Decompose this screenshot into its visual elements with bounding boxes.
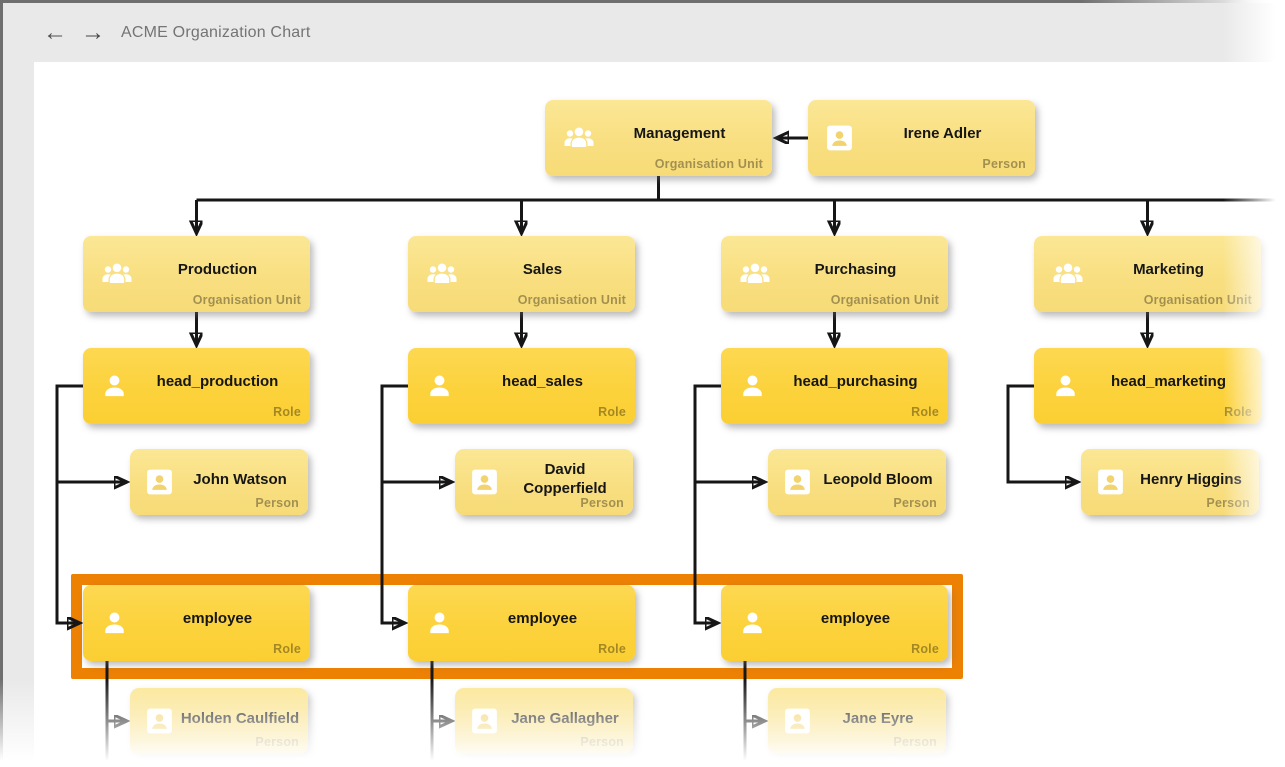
role-icon — [101, 610, 128, 637]
organisation-unit-icon — [426, 262, 458, 286]
role-node-head-purchasing[interactable]: head_purchasing Role — [721, 348, 948, 424]
organisation-unit-icon — [563, 126, 595, 150]
node-label: head_sales — [502, 372, 583, 390]
person-icon — [784, 708, 811, 735]
org-unit-node-sales[interactable]: Sales Organisation Unit — [408, 236, 635, 312]
role-node-employee-purchasing[interactable]: employee Role — [721, 585, 948, 661]
organisation-unit-icon — [101, 262, 133, 286]
node-label: head_marketing — [1110, 372, 1227, 390]
node-type-label: Person — [580, 735, 624, 749]
role-node-head-sales[interactable]: head_sales Role — [408, 348, 635, 424]
node-type-label: Role — [273, 405, 301, 419]
person-icon — [1097, 469, 1124, 496]
person-node-jane-eyre[interactable]: Jane Eyre Person — [768, 688, 946, 754]
node-type-label: Role — [598, 405, 626, 419]
node-label: head_purchasing — [793, 372, 918, 390]
node-type-label: Person — [580, 496, 624, 510]
organisation-unit-icon — [1052, 262, 1084, 286]
node-type-label: Role — [273, 642, 301, 656]
role-icon — [739, 373, 766, 400]
top-bar: ← → ACME Organization Chart — [3, 3, 1285, 62]
node-type-label: Person — [1206, 496, 1250, 510]
window-border-top — [0, 0, 1285, 3]
back-arrow-icon[interactable]: ← — [43, 18, 67, 46]
person-node-jane-gallagher[interactable]: Jane Gallagher Person — [455, 688, 633, 754]
person-node-leopold-bloom[interactable]: Leopold Bloom Person — [768, 449, 946, 515]
node-label: John Watson — [193, 470, 287, 488]
forward-arrow-icon[interactable]: → — [81, 18, 105, 46]
node-label: David Copperfield — [523, 461, 607, 497]
node-label: Leopold Bloom — [823, 470, 933, 488]
node-type-label: Role — [1224, 405, 1252, 419]
organisation-unit-icon — [739, 262, 771, 286]
node-type-label: Role — [911, 405, 939, 419]
node-type-label: Organisation Unit — [517, 293, 626, 307]
node-label: Marketing — [1133, 260, 1204, 278]
person-icon — [784, 469, 811, 496]
node-label: Henry Higgins — [1140, 470, 1242, 488]
role-icon — [426, 373, 453, 400]
node-label: Management — [633, 124, 726, 142]
node-type-label: Person — [255, 735, 299, 749]
role-icon — [1052, 373, 1079, 400]
person-icon — [146, 469, 173, 496]
node-type-label: Organisation Unit — [654, 157, 763, 171]
person-icon — [826, 125, 853, 152]
role-node-employee-sales[interactable]: employee Role — [408, 585, 635, 661]
chart-canvas[interactable]: Management Organisation Unit Irene Adler… — [34, 62, 1285, 767]
node-type-label: Organisation Unit — [192, 293, 301, 307]
node-type-label: Role — [911, 642, 939, 656]
node-type-label: Role — [598, 642, 626, 656]
org-unit-node-marketing[interactable]: Marketing Organisation Unit — [1034, 236, 1261, 312]
node-label: Production — [177, 260, 258, 278]
window-border-left — [0, 0, 3, 767]
node-type-label: Organisation Unit — [830, 293, 939, 307]
role-node-employee-production[interactable]: employee Role — [83, 585, 310, 661]
org-unit-node-management[interactable]: Management Organisation Unit — [545, 100, 772, 176]
node-label: Purchasing — [814, 260, 897, 278]
node-type-label: Person — [255, 496, 299, 510]
person-node-david-copperfield[interactable]: David Copperfield Person — [455, 449, 633, 515]
node-label: Irene Adler — [903, 124, 982, 142]
person-icon — [471, 469, 498, 496]
person-node-henry-higgins[interactable]: Henry Higgins Person — [1081, 449, 1259, 515]
node-label: Sales — [522, 260, 563, 278]
node-label: employee — [182, 609, 253, 627]
page-title: ACME Organization Chart — [121, 23, 311, 41]
node-label: employee — [820, 609, 891, 627]
left-gutter — [3, 62, 34, 767]
person-node-john-watson[interactable]: John Watson Person — [130, 449, 308, 515]
node-label: head_production — [156, 372, 279, 390]
org-unit-node-purchasing[interactable]: Purchasing Organisation Unit — [721, 236, 948, 312]
person-icon — [146, 708, 173, 735]
role-node-head-production[interactable]: head_production Role — [83, 348, 310, 424]
person-node-irene-adler[interactable]: Irene Adler Person — [808, 100, 1035, 176]
node-type-label: Person — [982, 157, 1026, 171]
role-icon — [426, 610, 453, 637]
role-icon — [101, 373, 128, 400]
org-unit-node-production[interactable]: Production Organisation Unit — [83, 236, 310, 312]
person-node-holden-caulfield[interactable]: Holden Caulfield Person — [130, 688, 308, 754]
node-label: employee — [507, 609, 578, 627]
role-node-head-marketing[interactable]: head_marketing Role — [1034, 348, 1261, 424]
node-type-label: Organisation Unit — [1143, 293, 1252, 307]
person-icon — [471, 708, 498, 735]
node-type-label: Person — [893, 735, 937, 749]
role-icon — [739, 610, 766, 637]
node-type-label: Person — [893, 496, 937, 510]
